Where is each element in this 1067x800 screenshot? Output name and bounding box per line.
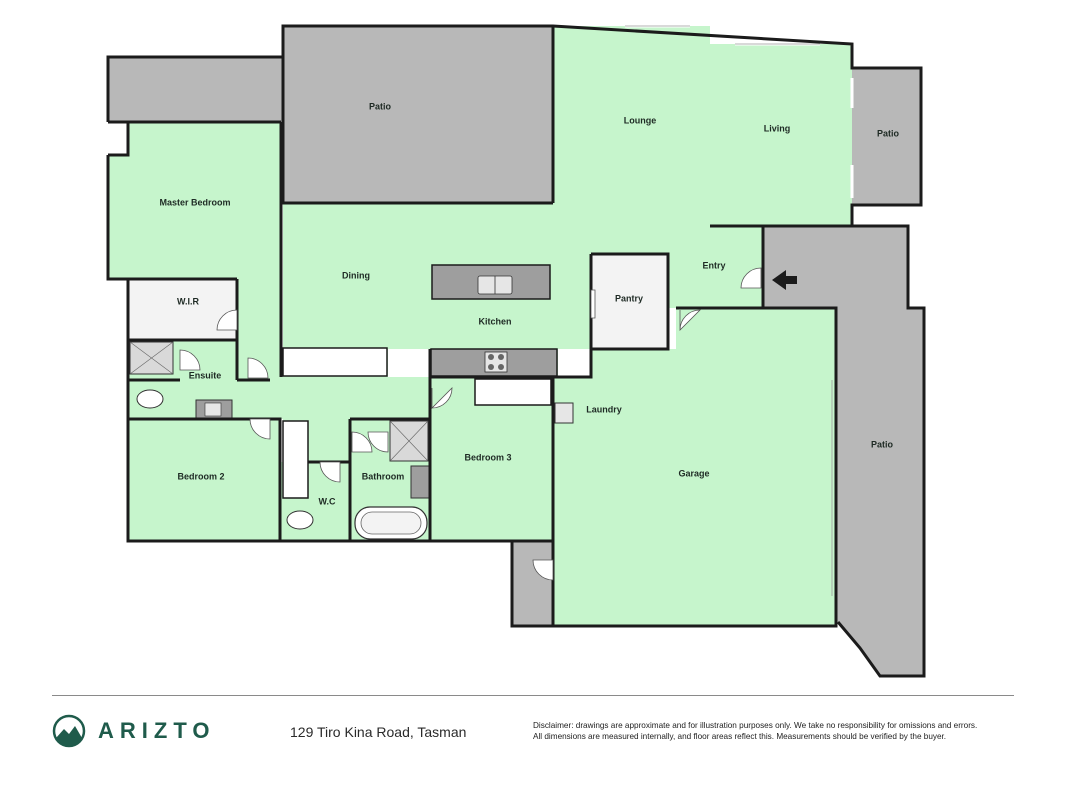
basin-icon [204,402,222,417]
door [351,431,373,453]
door [740,267,762,289]
room-label-lounge: Lounge [624,115,657,125]
room-label-living: Living [764,123,791,133]
shower-cross [129,341,174,375]
door [590,289,596,319]
room-label-laundry: Laundry [586,404,622,414]
bedroom3-wardrobe [474,378,552,406]
door [247,357,269,379]
room-label-master-bedroom: Master Bedroom [159,197,230,207]
cooktop-icon [484,351,508,373]
room-label-patio-top: Patio [369,101,392,111]
side-store-shape [512,541,553,626]
patio-top-shape [108,26,553,203]
disclaimer-line: Disclaimer: drawings are approximate and… [533,721,978,730]
bedroom2-shape [128,419,280,541]
burner-icon [488,354,494,360]
room-labels: Patio Lounge Living Patio Master Bedroom… [159,101,899,506]
room-label-garage: Garage [678,468,709,478]
room-label-dining: Dining [342,270,370,280]
shower-cross [389,420,429,462]
door [431,387,453,409]
door [216,309,238,331]
bath-tub-inner [360,511,422,535]
door [249,418,271,440]
brand-name: ARIZTO [98,718,216,743]
room-label-wc: W.C [319,496,336,506]
door [319,461,341,483]
door [179,349,201,371]
laundry-tub-icon [554,402,574,424]
patio-right-shape [763,226,924,676]
disclaimer: Disclaimer: drawings are approximate and… [533,720,1013,742]
pantry-shape [591,254,668,349]
room-label-patio-right-top: Patio [877,128,900,138]
room-label-patio-right: Patio [871,439,894,449]
burner-icon [498,354,504,360]
wir-shape [128,279,237,340]
fixtures [129,264,574,540]
room-label-pantry: Pantry [615,293,643,303]
dining-bench [282,347,388,377]
door [679,309,701,331]
bathroom-vanity-icon [410,465,430,499]
hall-cupboard [282,420,309,499]
room-label-entry: Entry [702,260,725,270]
patio-areas [108,26,924,676]
wc-toilet-icon [286,510,314,530]
room-label-bedroom3: Bedroom 3 [464,452,511,462]
patio-right-top-shape [852,68,921,205]
entry-arrow-icon [772,270,797,290]
disclaimer-line: All dimensions are measured internally, … [533,732,947,741]
dining-kitchen-shape [283,203,553,377]
walls [106,24,926,678]
room-label-ensuite: Ensuite [189,370,222,380]
room-label-kitchen: Kitchen [478,316,511,326]
doors [179,267,762,581]
door [367,431,389,453]
property-address: 129 Tiro Kina Road, Tasman [290,724,467,740]
bedroom3-shape [430,377,553,541]
logo-mountain-icon [52,714,86,748]
ensuite-toilet-icon [136,389,164,409]
room-label-bedroom2: Bedroom 2 [177,471,224,481]
burner-icon [498,364,504,370]
room-label-wir: W.I.R [177,296,199,306]
burner-icon [488,364,494,370]
garage-shape [553,308,836,626]
room-label-bathroom: Bathroom [362,471,405,481]
footer-divider [52,695,1014,696]
door [532,559,554,581]
